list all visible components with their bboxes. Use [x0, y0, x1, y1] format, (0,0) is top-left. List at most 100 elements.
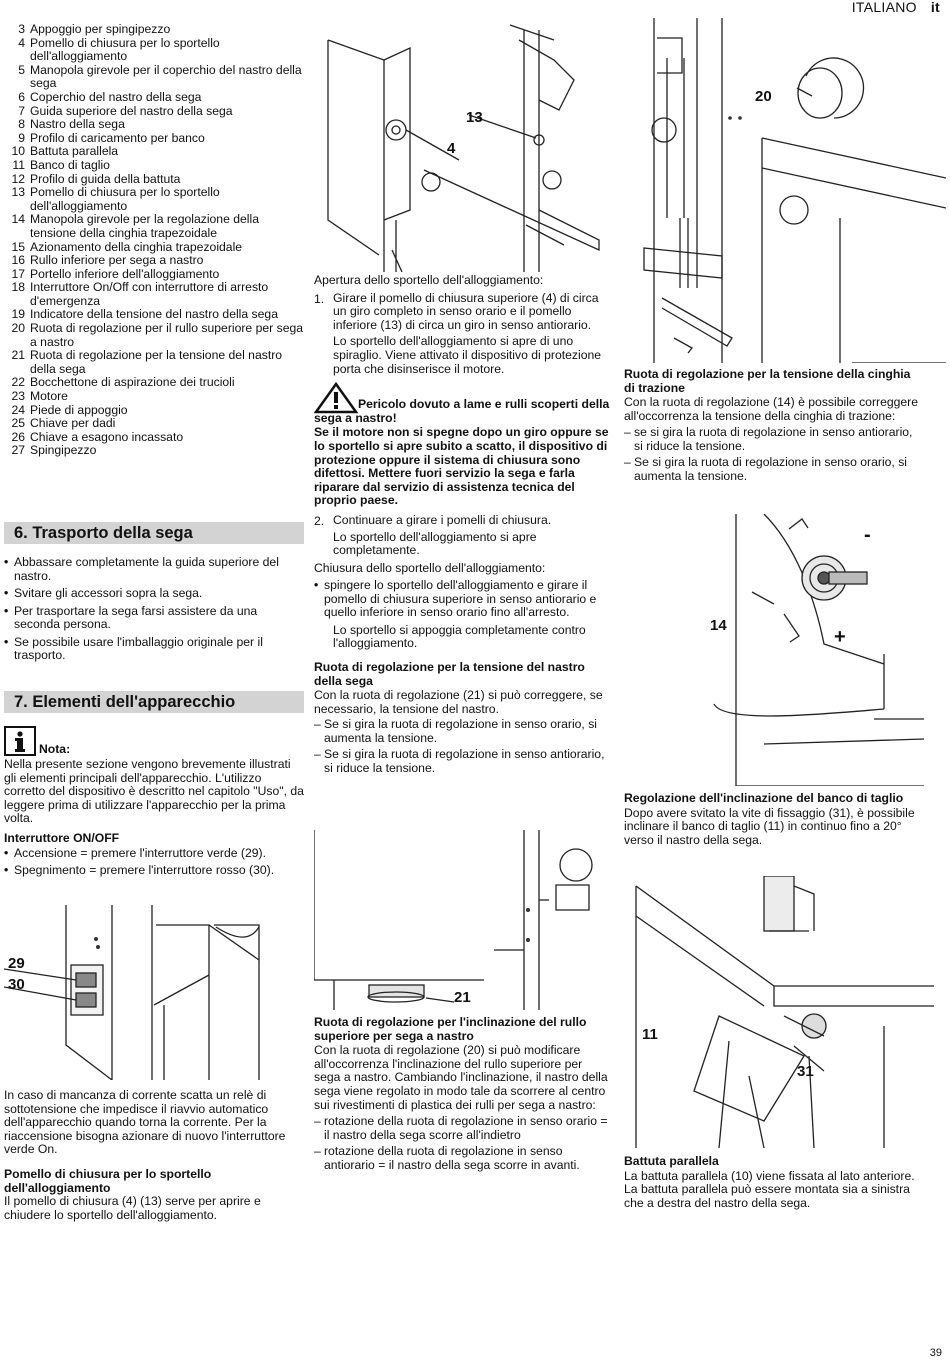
list-item: Spegnimento = premere l'interruttore ros… [4, 863, 304, 878]
part-label: Interruttore On/Off con interruttore di … [30, 280, 269, 308]
column-2-text: Apertura dello sportello dell'alloggiame… [314, 273, 610, 778]
parts-list-item: 15 Azionamento della cinghia trapezoidale [6, 239, 304, 255]
callout-29: 29 [8, 955, 25, 972]
switch-figure: 29 30 [4, 905, 304, 1080]
part-label: Motore [30, 389, 68, 404]
warning-icon [314, 382, 358, 414]
part-number: 26 [11, 429, 25, 444]
list-item: rotazione della ruota di regolazione in … [314, 1144, 610, 1172]
parts-list-item: 22 Bocchettone di aspirazione dei truciol… [6, 376, 304, 390]
part-number: 10 [11, 144, 25, 159]
fence-text: La battuta parallela (10) viene fissata … [624, 1168, 915, 1210]
part-number: 15 [11, 239, 25, 254]
warning-box: Pericolo dovuto a lame e rulli scoperti … [314, 382, 610, 508]
note-box: Nota: [4, 726, 304, 758]
column-3-text: Ruota di regolazione per la tensione del… [624, 367, 920, 486]
callout-30: 30 [8, 976, 25, 993]
part-label: Azionamento della cinghia trapezoidale [30, 239, 243, 254]
page-number: 39 [929, 1347, 942, 1359]
note-text: Nella presente sezione vengono brevement… [4, 757, 304, 826]
belt-wheel-figure: 14 - + [624, 514, 924, 786]
section-7-title: 7. Elementi dell'apparecchio [4, 691, 304, 713]
step-2: 2. Continuare a girare i pomelli di chiu… [314, 513, 610, 528]
transport-list: Abbassare completamente la guida superio… [4, 555, 304, 663]
part-number: 21 [11, 348, 25, 363]
part-label: Guida superiore del nastro della sega [30, 103, 233, 118]
part-label: Bocchettone di aspirazione dei trucioli [30, 375, 235, 390]
table-heading: Regolazione dell'inclinazione del banco … [624, 791, 904, 805]
part-label: Ruota di regolazione per il rullo superi… [30, 321, 304, 349]
part-label: Profilo di caricamento per banco [30, 130, 205, 145]
part-number: 22 [11, 375, 25, 390]
part-number: 5 [18, 62, 25, 77]
list-item: rotazione della ruota di regolazione in … [314, 1114, 610, 1142]
switch-off-text: Spegnimento = premere l'interruttore ros… [14, 863, 275, 878]
section-7: 7. Elementi dell'apparecchio Nota: Nella… [4, 691, 304, 882]
knob-text: Il pomello di chiusura (4) (13) serve pe… [4, 1194, 261, 1222]
close-result: Lo sportello si appoggia completamente c… [333, 622, 586, 651]
part-number: 4 [18, 35, 25, 50]
switch-illustration [4, 905, 260, 1080]
callout-14: 14 [710, 617, 727, 634]
fence-heading: Battuta parallela [624, 1154, 719, 1168]
step-1-number: 1. [314, 291, 325, 306]
part-number: 12 [11, 171, 25, 186]
part-number: 3 [18, 22, 25, 36]
part-number: 23 [11, 389, 25, 404]
part-label: Profilo di guida della battuta [30, 171, 181, 186]
part-number: 19 [11, 307, 25, 322]
list-item: Svitare gli accessori sopra la sega. [4, 586, 304, 601]
close-list: spingere lo sportello dell'alloggiamento… [314, 579, 610, 620]
note-label: Nota: [39, 742, 71, 756]
parts-list-item: 26 Chiave a esagono incassato [6, 429, 304, 445]
part-label: Chiave a esagono incassato [30, 429, 184, 444]
list-item: Se si gira la ruota di regolazione in se… [314, 718, 610, 745]
callout-11: 11 [642, 1026, 658, 1043]
list-item: Abbassare completamente la guida superio… [4, 555, 304, 583]
list-item: Se si gira la ruota di regolazione in se… [314, 748, 610, 775]
list-item: Se possibile usare l'imballaggio origina… [4, 635, 304, 663]
tension-heading: Ruota di regolazione per la tensione del… [314, 659, 585, 688]
part-number: 7 [18, 103, 25, 118]
switch-heading: Interruttore ON/OFF [4, 830, 120, 845]
language-code: it [930, 0, 940, 15]
step-1-text: Girare il pomello di chiusura superiore … [333, 290, 599, 332]
list-item: Se si gira la ruota di regolazione in se… [624, 456, 920, 483]
belt-heading: Ruota di regolazione per la tensione del… [624, 367, 911, 395]
parts-list-item: 5 Manopola girevole per il coperchio del … [6, 62, 304, 91]
callout-plus: + [834, 626, 846, 648]
switch-on-text: Accensione = premere l'interruttore verd… [14, 845, 266, 860]
step-2-result: Lo sportello dell'alloggiamento si apre … [333, 529, 537, 558]
part-label: Chiave per dadi [30, 416, 116, 431]
belt-list: se si gira la ruota di regolazione in se… [624, 426, 920, 483]
knob-heading: Pomello di chiusura per lo sportello del… [4, 1166, 212, 1195]
callout-13: 13 [466, 109, 483, 126]
section-6-title: 6. Trasporto della sega [4, 522, 304, 544]
step-1-result: Lo sportello dell'alloggiamento si apre … [333, 334, 602, 376]
incline-list: rotazione della ruota di regolazione in … [314, 1114, 610, 1172]
warning-text: Se il motore non si spegne dopo un giro … [314, 425, 609, 508]
parts-list-item: 12 Profilo di guida della battuta [6, 171, 304, 187]
part-label: Manopola girevole per il coperchio del n… [30, 62, 302, 91]
part-label: Banco di taglio [30, 157, 110, 172]
callout-31: 31 [797, 1063, 814, 1080]
part-number: 9 [18, 130, 25, 145]
step-2-number: 2. [314, 513, 325, 528]
part-number: 6 [18, 89, 25, 104]
tension-wheel-figure: 21 [314, 830, 614, 1010]
belt-text: Con la ruota di regolazione (14) è possi… [624, 395, 919, 423]
table-tilt-figure: 11 31 [624, 876, 934, 1148]
part-number: 14 [11, 212, 25, 227]
